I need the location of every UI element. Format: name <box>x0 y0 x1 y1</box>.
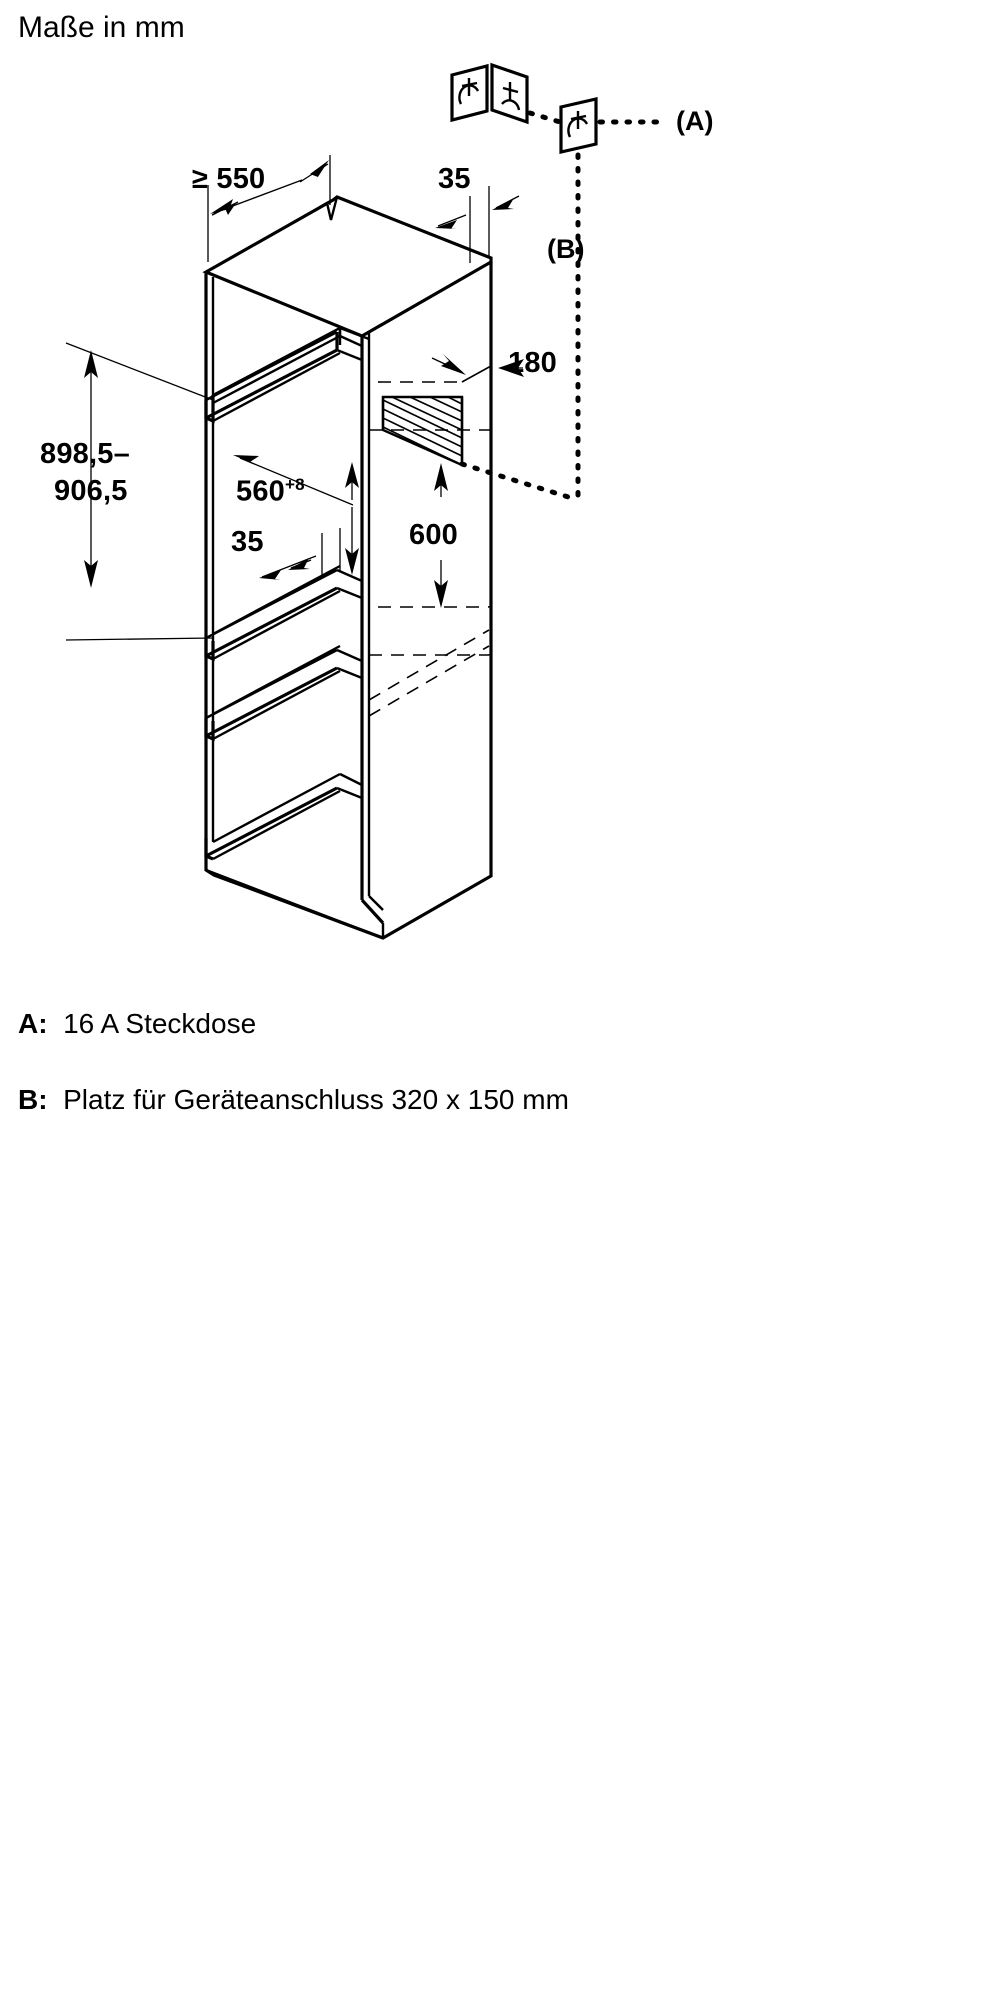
dimension-label-niche-height-max: 906,5 <box>54 475 128 507</box>
power-socket-icon <box>450 63 489 123</box>
dimension-outlet-depth <box>434 463 448 608</box>
page-title: Maße in mm <box>18 11 185 44</box>
connection-area-icon <box>381 395 464 467</box>
legend-row-a: A: 16 A Steckdose <box>18 1008 256 1040</box>
niche-width-tolerance: +8 <box>285 475 305 494</box>
power-socket-icon <box>490 62 529 125</box>
power-socket-icon <box>559 96 598 155</box>
dimension-label-outlet-height: 180 <box>508 347 557 379</box>
legend-key-a: A: <box>18 1008 56 1039</box>
dimension-outlet-height <box>431 354 524 377</box>
legend-text-a: 16 A Steckdose <box>63 1008 257 1039</box>
callout-label-a: (A) <box>676 106 714 136</box>
legend-key-b: B: <box>18 1084 56 1115</box>
dimension-label-outlet-depth: 600 <box>409 519 458 551</box>
dimension-label-niche-height-min: 898,5– <box>40 438 130 470</box>
legend-row-b: B: Platz für Geräteanschluss 320 x 150 m… <box>18 1084 569 1116</box>
dimension-gap-side <box>259 528 341 580</box>
dimension-niche-height <box>65 342 214 641</box>
callout-label-b: (B) <box>547 234 585 264</box>
dimension-label-gap-top: 35 <box>438 163 471 195</box>
cabinet-outline <box>202 195 493 940</box>
dimension-gap-top <box>435 186 520 263</box>
power-socket-group <box>450 62 668 503</box>
legend-text-b: Platz für Geräteanschluss 320 x 150 mm <box>63 1084 569 1115</box>
dimension-label-gap-side: 35 <box>231 526 264 558</box>
dimension-niche-width <box>233 455 359 575</box>
dimension-depth <box>207 155 331 262</box>
dimension-label-depth: ≥ 550 <box>192 163 266 195</box>
dimension-label-niche-width: 560+8 <box>236 475 305 508</box>
